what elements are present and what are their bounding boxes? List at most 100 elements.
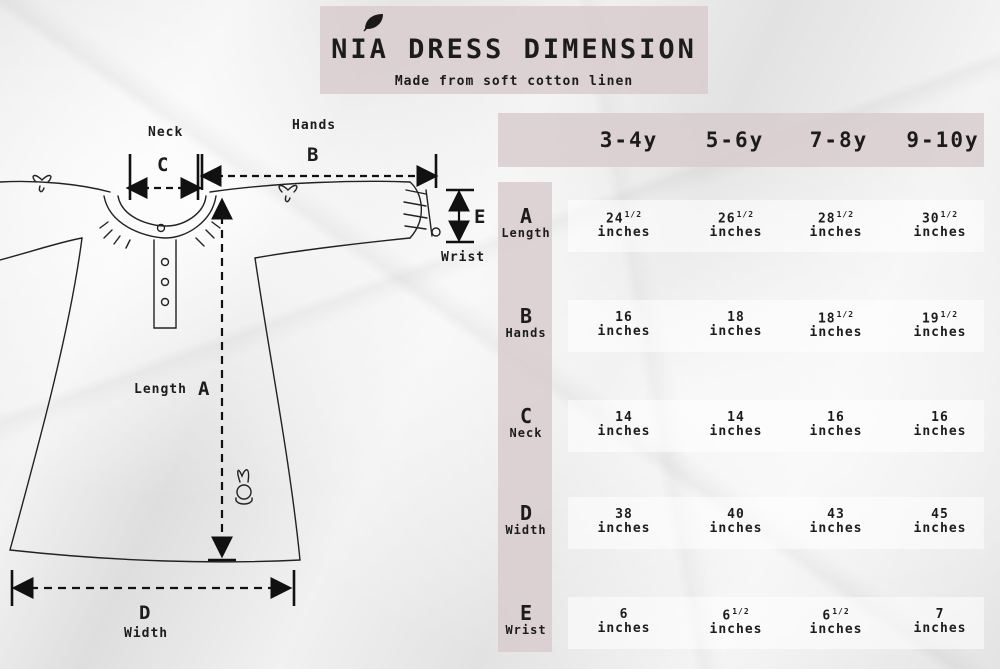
cell-whole: 16 — [827, 410, 845, 425]
column-header: 3-4y — [599, 128, 659, 152]
cell-whole: 16 — [615, 310, 633, 325]
cell-value: 14 — [686, 410, 786, 425]
cell-whole: 14 — [615, 410, 633, 425]
hands-letter: B — [307, 144, 319, 166]
cell-unit: inches — [597, 521, 651, 536]
cell-unit: inches — [597, 424, 651, 439]
table-row — [568, 497, 984, 549]
neck-letter: C — [157, 154, 169, 176]
cell-unit: inches — [809, 225, 863, 241]
cell-unit: inches — [913, 424, 967, 439]
cell-fraction: 1/2 — [732, 607, 750, 616]
table-row-header-band — [498, 182, 552, 652]
cell-fraction: 1/2 — [736, 210, 755, 219]
cell-whole: 7 — [935, 607, 945, 622]
row-letter: A — [519, 204, 533, 228]
cell-whole: 24 — [605, 211, 624, 227]
table-row — [568, 200, 984, 252]
neck-label: Neck — [148, 125, 184, 140]
cell-whole: 43 — [827, 507, 845, 522]
cell-unit: inches — [913, 225, 967, 241]
row-name: Length — [501, 226, 551, 240]
cell-whole: 6 — [619, 607, 629, 622]
cell-whole: 28 — [817, 211, 836, 227]
row-letter: E — [519, 601, 533, 625]
cell-value: 61/2 — [686, 607, 786, 623]
cell-value: 61/2 — [786, 607, 886, 623]
cell-value: 7 — [890, 607, 990, 622]
cell-unit: inches — [709, 324, 763, 339]
cell-whole: 14 — [727, 410, 745, 425]
length-letter: A — [198, 378, 210, 400]
cell-value: 16 — [890, 410, 990, 425]
table-cell: 281/2 inches — [786, 210, 886, 240]
cell-whole: 38 — [615, 507, 633, 522]
title-banner: NIA DRESS DIMENSION Made from soft cotto… — [320, 6, 708, 94]
cell-value: 40 — [686, 507, 786, 522]
cell-whole: 18 — [727, 310, 745, 325]
cell-value: 261/2 — [686, 210, 786, 226]
cell-value: 16 — [574, 310, 674, 325]
cell-unit: inches — [913, 325, 967, 341]
cell-whole: 30 — [921, 211, 940, 227]
table-cell: 301/2 inches — [890, 210, 990, 240]
cell-value: 16 — [786, 410, 886, 425]
cell-value: 191/2 — [890, 310, 990, 326]
table-header-band — [498, 113, 984, 167]
cell-unit: inches — [709, 521, 763, 536]
row-name: Wrist — [505, 623, 547, 637]
cell-fraction: 1/2 — [940, 210, 959, 219]
width-label: Width — [124, 626, 169, 641]
cell-unit: inches — [809, 424, 863, 439]
cell-unit: inches — [913, 621, 967, 636]
cell-value: 45 — [890, 507, 990, 522]
cell-whole: 40 — [727, 507, 745, 522]
cell-fraction: 1/2 — [832, 607, 850, 616]
cell-whole: 18 — [817, 311, 836, 327]
table-row — [568, 400, 984, 452]
cell-unit: inches — [597, 621, 651, 636]
table-row — [568, 300, 984, 352]
cell-fraction: 1/2 — [836, 310, 855, 319]
column-header: 9-10y — [906, 128, 980, 152]
page-subtitle: Made from soft cotton linen — [394, 74, 634, 89]
cell-value: 18 — [686, 310, 786, 325]
page-title: NIA DRESS DIMENSION — [331, 34, 697, 65]
cell-unit: inches — [709, 225, 763, 241]
length-label: Length — [134, 382, 187, 397]
cell-whole: 19 — [921, 311, 940, 327]
cell-value: 43 — [786, 507, 886, 522]
leaf-icon — [363, 14, 383, 32]
cell-fraction: 1/2 — [836, 210, 855, 219]
wrist-label: Wrist — [441, 250, 486, 265]
cell-unit: inches — [809, 521, 863, 536]
cell-whole: 45 — [931, 507, 949, 522]
cell-unit: inches — [809, 325, 863, 341]
row-name: Width — [505, 523, 547, 537]
cell-unit: inches — [809, 622, 863, 638]
table-cell: 181/2 inches — [786, 310, 886, 340]
cell-whole: 26 — [717, 211, 736, 227]
cell-whole: 16 — [931, 410, 949, 425]
wrist-letter: E — [474, 206, 486, 228]
row-name: Neck — [509, 426, 543, 440]
